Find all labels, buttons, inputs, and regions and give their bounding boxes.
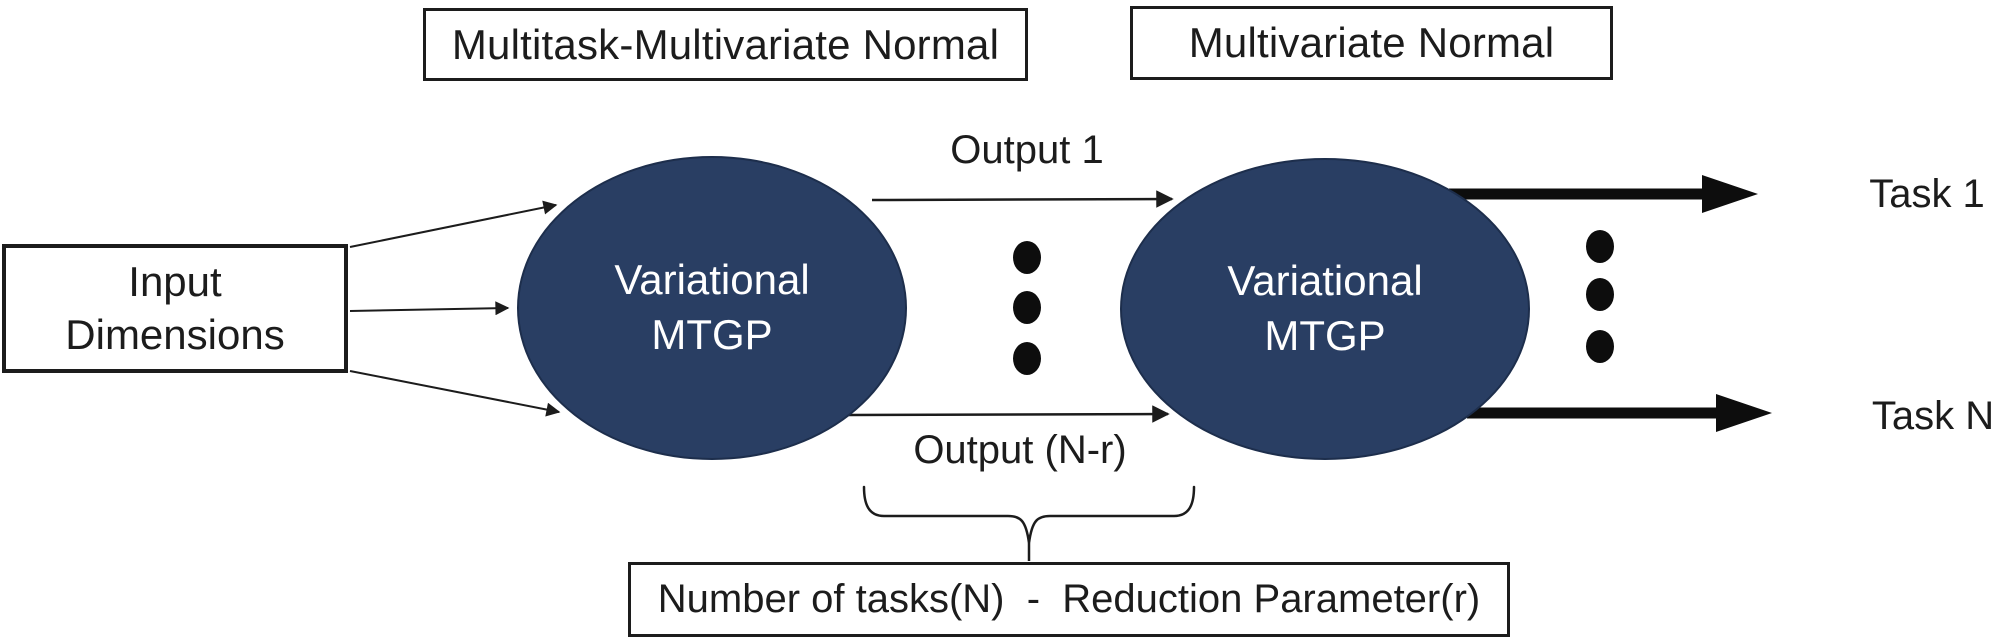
variational-mtgp-left-line1: Variational [614, 256, 810, 304]
brace [862, 485, 1196, 544]
variational-mtgp-right-line2: MTGP [1264, 312, 1386, 359]
ellipsis-dot [1013, 291, 1041, 324]
task-1-label: Task 1 [1869, 172, 1985, 216]
output-arrow-bottom [848, 405, 1170, 423]
input-dimensions-line1: Input [128, 258, 222, 305]
task-n-label: Task N [1871, 394, 1995, 438]
parameters-box: Number of tasks(N) - Reduction Parameter… [628, 562, 1510, 637]
variational-mtgp-right-line1: Variational [1227, 257, 1423, 305]
title-multitask-multivariate-normal-label: Multitask-Multivariate Normal [451, 20, 1000, 68]
parameters-box-label: Number of tasks(N) - Reduction Parameter… [657, 577, 1481, 621]
title-multivariate-normal-label: Multivariate Normal [1188, 19, 1555, 66]
input-arrow-top [349, 200, 558, 248]
variational-mtgp-left-ellipse: Variational MTGP [517, 156, 907, 460]
ellipsis-dot [1013, 342, 1041, 375]
ellipsis-dot [1013, 241, 1041, 274]
input-dimensions-line2: Dimensions [65, 310, 285, 358]
variational-mtgp-right-ellipse: Variational MTGP [1120, 158, 1530, 460]
input-arrow-middle [349, 301, 510, 316]
ellipsis-dot [1586, 230, 1614, 263]
title-box-multitask-multivariate-normal: Multitask-Multivariate Normal [423, 8, 1028, 81]
output-arrow-top [871, 190, 1174, 208]
task-arrow-top-head [1702, 175, 1758, 213]
output-1-label: Output 1 [950, 128, 1104, 172]
output-n-r-label: Output (N-r) [913, 428, 1127, 472]
ellipsis-dot [1586, 330, 1614, 363]
title-box-multivariate-normal: Multivariate Normal [1130, 6, 1613, 80]
input-arrow-bottom [349, 370, 561, 417]
input-dimensions-box: Input Dimensions [2, 244, 348, 373]
task-arrow-bottom-head [1716, 394, 1772, 432]
ellipsis-dot [1586, 278, 1614, 311]
variational-mtgp-left-line2: MTGP [651, 311, 773, 358]
